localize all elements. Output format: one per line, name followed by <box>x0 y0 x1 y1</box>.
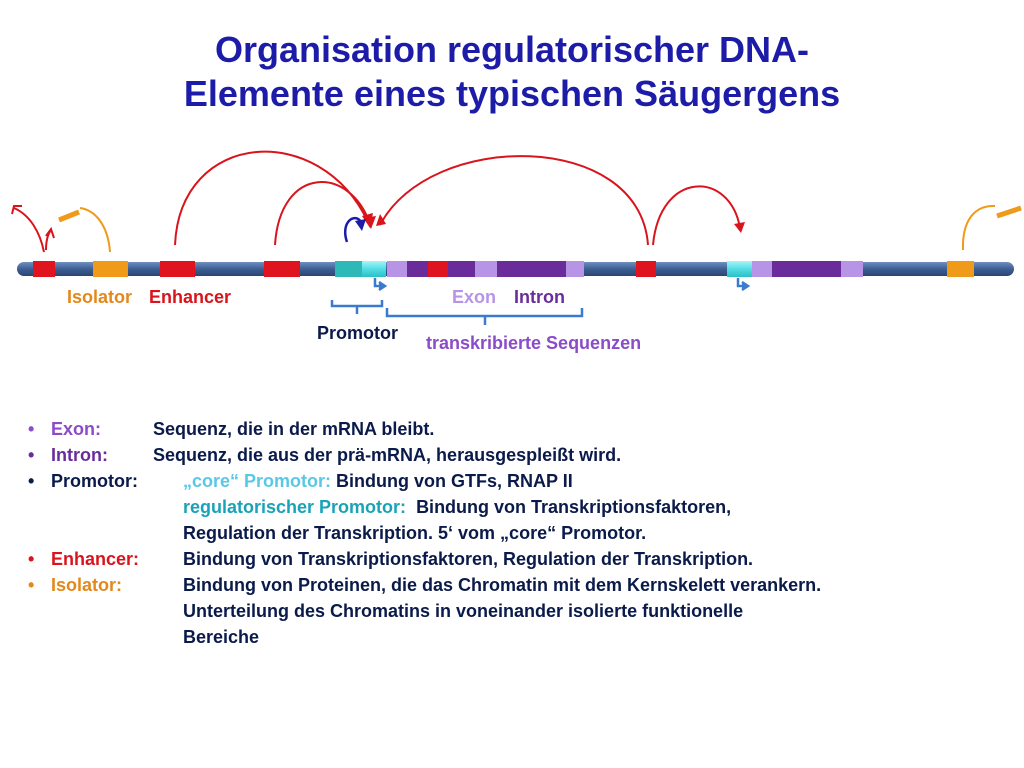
label-promotor: Promotor <box>317 323 398 343</box>
arrowhead <box>364 216 376 229</box>
enhancer-loop-arc <box>379 155 649 246</box>
intron-segment <box>407 261 428 277</box>
bullet: • <box>28 419 35 439</box>
arrowhead <box>355 219 366 231</box>
term-promotor: Promotor: <box>51 471 138 491</box>
exon-segment <box>387 261 407 277</box>
label-transcribed-sequences: transkribierte Sequenzen <box>426 333 642 353</box>
transcription-start-arrow <box>736 278 751 292</box>
definition-exon: • Exon: Sequenz, die in der mRNA bleibt. <box>28 416 1018 442</box>
gene-diagram <box>11 150 1022 325</box>
definition-text: Bindung von GTFs, RNAP II <box>336 471 573 491</box>
exon-segment <box>475 261 497 277</box>
bullet: • <box>28 471 35 491</box>
intron-segment <box>448 261 475 277</box>
bullet: • <box>28 575 35 595</box>
definition-text: Sequenz, die aus der prä-mRNA, herausges… <box>153 445 622 465</box>
isolator-loop-arc <box>961 204 996 251</box>
exon-segment <box>566 261 584 277</box>
promotor-bracket <box>330 300 384 314</box>
bullet: • <box>28 549 35 569</box>
intron-segment <box>497 261 566 277</box>
core-promotor-segment <box>362 261 386 277</box>
arrowhead <box>45 226 55 239</box>
label-exon: Exon <box>452 287 497 307</box>
definition-continuation: Regulation der Transkription. 5‘ vom „co… <box>183 523 647 543</box>
enhancer-segment <box>264 261 300 277</box>
label-intron: Intron <box>514 287 565 307</box>
enhancer-loop-arc <box>274 181 371 246</box>
arrowhead <box>11 205 22 215</box>
regulatory-promotor-segment <box>335 261 362 277</box>
enhancer-segment <box>636 261 656 277</box>
definition-text: Bindung von Transkriptionsfaktoren, <box>416 497 732 517</box>
title-line-2: Elemente eines typischen Säugergens <box>183 73 841 114</box>
core-promotor-label: „core“ Promotor: <box>183 471 332 491</box>
isolator-segment <box>93 261 128 277</box>
definitions-list: • Exon: Sequenz, die in der mRNA bleibt.… <box>28 416 1018 650</box>
promotor-loop-arc <box>344 216 363 243</box>
enhancer-segment <box>160 261 195 277</box>
bullet: • <box>28 445 35 465</box>
definition-continuation: Bereiche <box>183 627 260 647</box>
core-promotor-segment <box>727 261 752 277</box>
enhancer-loop-arc <box>652 185 741 246</box>
transcribed-bracket <box>385 308 584 325</box>
term-intron: Intron: <box>51 445 108 465</box>
label-enhancer: Enhancer <box>149 287 232 307</box>
definition-text: Bindung von Proteinen, die das Chromatin… <box>183 575 822 595</box>
arrowhead <box>376 214 386 226</box>
arrowhead <box>734 222 745 233</box>
isolator-block-bar <box>996 205 1022 219</box>
transcription-start-arrow <box>373 278 388 292</box>
isolator-segment <box>947 261 974 277</box>
regulatory-promotor-label: regulatorischer Promotor: <box>183 497 407 517</box>
definition-continuation: Unterteilung des Chromatins in voneinand… <box>183 601 744 621</box>
definition-enhancer: • Enhancer: Bindung von Transkriptionsfa… <box>28 546 1018 572</box>
page-title: Organisation regulatorischer DNA- Elemen… <box>0 28 1024 116</box>
intron-segment <box>772 261 841 277</box>
isolator-block-bar <box>58 209 80 223</box>
isolator-loop-arc <box>79 207 111 253</box>
term-enhancer: Enhancer: <box>51 549 140 569</box>
definition-promotor-regulatory: regulatorischer Promotor: Bindung von Tr… <box>28 494 1018 520</box>
enhancer-loop-arc <box>174 150 369 246</box>
definition-promotor: • Promotor: „core“ Promotor: Bindung von… <box>28 468 1018 494</box>
definition-text: Bindung von Transkriptionsfaktoren, Regu… <box>183 549 754 569</box>
label-isolator: Isolator <box>67 287 133 307</box>
term-isolator: Isolator: <box>51 575 123 595</box>
definition-intron: • Intron: Sequenz, die aus der prä-mRNA,… <box>28 442 1018 468</box>
enhancer-segment <box>428 261 448 277</box>
exon-segment <box>841 261 863 277</box>
title-line-1: Organisation regulatorischer DNA- <box>214 29 810 70</box>
definition-text: Sequenz, die in der mRNA bleibt. <box>153 419 435 439</box>
exon-segment <box>752 261 772 277</box>
enhancer-segment <box>33 261 55 277</box>
term-exon: Exon: <box>51 419 102 439</box>
definition-isolator: • Isolator: Bindung von Proteinen, die d… <box>28 572 1018 598</box>
enhancer-loop-arc <box>13 207 45 253</box>
